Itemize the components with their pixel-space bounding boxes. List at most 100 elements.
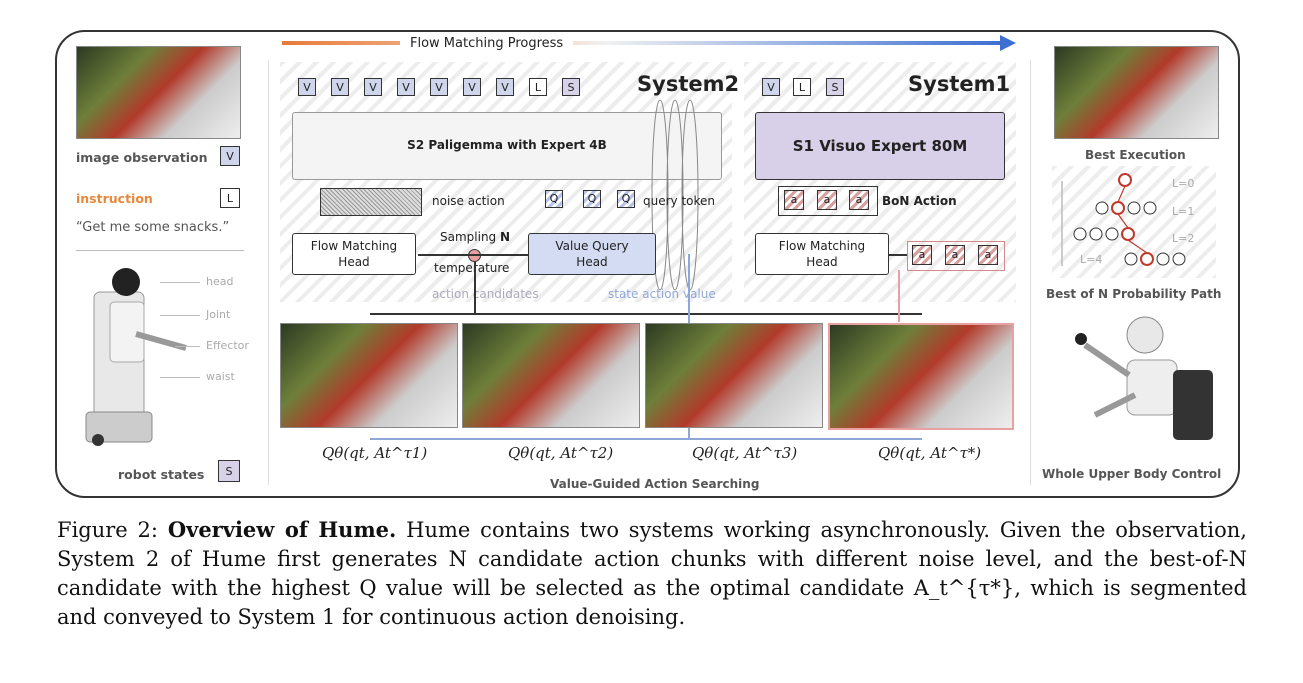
bon-action-token: a — [784, 190, 804, 210]
left-divider — [76, 250, 244, 251]
s2-flow-head-label: Flow Matching Head — [310, 239, 398, 269]
system2-model-box: S2 Paligemma with Expert 4B — [292, 112, 722, 180]
progress-arrowhead — [1000, 35, 1016, 51]
robot-part-head: head — [206, 275, 234, 288]
query-token: Q — [583, 190, 601, 208]
left-separator — [268, 60, 269, 485]
best-execution-label: Best Execution — [1085, 148, 1186, 162]
candidate-photo-2 — [462, 323, 640, 428]
q-value-1: Qθ(qt, At^τ1) — [322, 444, 428, 462]
instruction-text: “Get me some snacks.” — [76, 220, 230, 235]
bon-action-box: a a a — [778, 186, 878, 216]
system2-token: V — [298, 78, 316, 96]
system1-token: V — [762, 78, 780, 96]
system2-token: V — [364, 78, 382, 96]
output-action-token: a — [945, 245, 965, 265]
bon-action-token: a — [849, 190, 869, 210]
system2-token: V — [430, 78, 448, 96]
output-action-token: a — [912, 245, 932, 265]
sampling-n: N — [500, 230, 511, 244]
output-action-box: a a a — [907, 241, 1005, 271]
value-query-head-label: Value Query Head — [555, 239, 629, 269]
robot-states-label: robot states — [118, 467, 205, 482]
sampling-node — [468, 249, 481, 262]
robot-illustration — [85, 268, 187, 446]
image-token: V — [220, 146, 240, 166]
output-arrow — [889, 254, 907, 256]
caption-label: Figure 2: — [57, 518, 158, 542]
query-token: Q — [545, 190, 563, 208]
s1-flow-head-box: Flow Matching Head — [755, 233, 889, 275]
s1-flow-head-label: Flow Matching Head — [778, 239, 866, 269]
system1-token: S — [826, 78, 844, 96]
temperature-label: temperature — [434, 261, 510, 275]
robot-line-waist — [160, 377, 200, 378]
progress-arrow — [282, 41, 1002, 45]
bon-action-label: BoN Action — [882, 194, 957, 208]
tree-level-1: L=1 — [1172, 205, 1195, 218]
probability-tree — [1061, 173, 1186, 266]
tree-level-4: L=4 — [1080, 253, 1103, 266]
q-value-2: Qθ(qt, At^τ2) — [508, 444, 614, 462]
action-candidates-label: action candidates — [432, 287, 539, 301]
system2-token: V — [397, 78, 415, 96]
sampling-label: Sampling N — [440, 230, 510, 244]
query-token-row: Q Q Q — [545, 190, 635, 212]
query-token-label: query token — [643, 194, 716, 208]
best-execution-photo — [1054, 46, 1219, 139]
candidate-photo-1 — [280, 323, 458, 428]
noise-action-box — [320, 188, 422, 216]
sampling-arrow — [418, 254, 528, 256]
candidate-photo-3 — [645, 323, 823, 428]
figure-caption: Figure 2: Overview of Hume. Hume contain… — [57, 515, 1247, 632]
instruction-token: L — [220, 188, 240, 208]
s2-flow-head-box: Flow Matching Head — [292, 233, 416, 275]
system2-token: V — [463, 78, 481, 96]
bon-action-token: a — [817, 190, 837, 210]
image-observation-label: image observation — [76, 150, 208, 165]
robot-part-joint: Joint — [206, 308, 231, 321]
robot-part-effector: Effector — [206, 339, 249, 352]
system2-title: System2 — [637, 72, 740, 96]
progress-label: Flow Matching Progress — [400, 36, 574, 51]
system1-model-box: S1 Visuo Expert 80M — [755, 112, 1005, 180]
best-candidate-riser — [898, 270, 900, 322]
query-token: Q — [617, 190, 635, 208]
state-token: S — [218, 460, 240, 482]
robot-part-waist: waist — [206, 370, 235, 383]
instruction-label: instruction — [76, 191, 153, 206]
system1-token: L — [793, 78, 811, 96]
q-value-3: Qθ(qt, At^τ3) — [692, 444, 798, 462]
candidate-photo-best — [828, 323, 1014, 430]
system2-model-label: S2 Paligemma with Expert 4B — [407, 138, 607, 152]
value-search-label: Value-Guided Action Searching — [550, 477, 760, 491]
caption-text: Hume contains two systems working asynch… — [57, 518, 1247, 629]
value-feedback-line — [370, 438, 922, 440]
image-observation-photo — [76, 46, 241, 139]
system2-token: S — [562, 78, 580, 96]
robot-line-joint — [160, 315, 200, 316]
q-value-best: Qθ(qt, At^τ*) — [878, 444, 982, 462]
system2-coil-lines — [651, 99, 699, 291]
whole-body-label: Whole Upper Body Control — [1042, 467, 1222, 481]
right-separator — [1030, 60, 1031, 485]
best-of-n-label: Best of N Probability Path — [1046, 287, 1222, 301]
tree-level-0: L=0 — [1172, 177, 1195, 190]
upper-body-robot — [1075, 316, 1213, 440]
system1-model-label: S1 Visuo Expert 80M — [792, 137, 968, 155]
figure-frame — [55, 30, 1240, 498]
sampling-text: Sampling — [440, 230, 497, 244]
robot-line-effector — [175, 346, 200, 347]
system2-token: L — [529, 78, 547, 96]
robot-line-head — [160, 282, 200, 283]
system2-token: V — [331, 78, 349, 96]
system2-token: V — [496, 78, 514, 96]
state-action-value-label: state action value — [608, 287, 716, 301]
system2-token-row: V V V V V V V L S — [298, 78, 598, 100]
caption-bold: Overview of Hume. — [167, 517, 397, 542]
value-query-head-box: Value Query Head — [528, 233, 656, 275]
candidate-drop-line — [474, 262, 476, 314]
output-action-token: a — [978, 245, 998, 265]
tree-level-2: L=2 — [1172, 232, 1195, 245]
noise-action-label: noise action — [432, 194, 505, 208]
